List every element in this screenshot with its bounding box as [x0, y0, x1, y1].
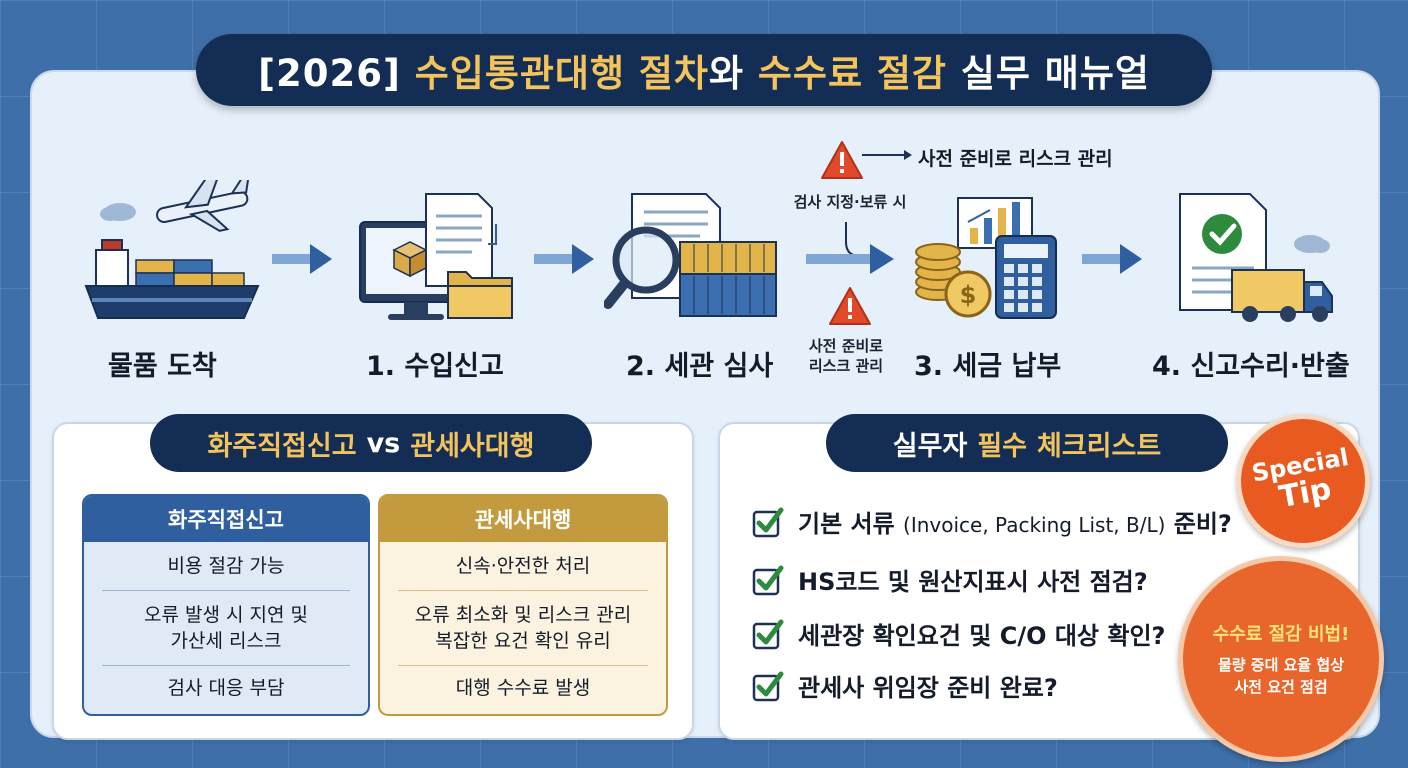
risk-note-top: 사전 준비로 리스크 관리: [918, 148, 1113, 170]
title-and: 와: [708, 52, 758, 95]
comparison-title: 화주직접신고 vs 관세사대행: [150, 414, 592, 472]
checkbox-checked-icon: [752, 565, 784, 595]
magnifier-container-icon: [604, 193, 777, 317]
comparison-title-vs: vs: [366, 427, 401, 459]
checkbox-checked-icon: [752, 507, 784, 537]
checklist-item-text: 관세사 위임장 준비 완료?: [798, 674, 1058, 702]
computer-document-icon: [359, 193, 513, 320]
inspection-note: 검사 지정·보류 시: [793, 193, 907, 211]
checklist-title-part2: 필수: [977, 430, 1027, 462]
direct-filing-row: 오류 발생 시 지연 및 가산세 리스크: [102, 591, 350, 666]
fee-tip-title: 수수료 절감 비법!: [1212, 624, 1350, 645]
step-import-declaration-label: 1. 수입신고: [366, 351, 504, 382]
checklist-item-text: 세관장 확인요건 및 C/O 대상 확인?: [798, 622, 1166, 650]
checklist-item-text: HS코드 및 원산지표시 사전 점검?: [798, 568, 1148, 596]
warning-bottom-icon: [829, 287, 871, 325]
step-clearance-release-label: 4. 신고수리·반출: [1152, 351, 1350, 382]
checklist-item: 관세사 위임장 준비 완료?: [752, 668, 1058, 703]
risk-pointer-arrow-icon: [862, 150, 912, 160]
title-year: [2026]: [258, 52, 415, 95]
comparison-title-right: 관세사대행: [410, 430, 535, 462]
title-manual: 실무 매뉴얼: [946, 52, 1150, 95]
step-customs-review-label: 2. 세관 심사: [626, 351, 774, 382]
direct-filing-row: 검사 대응 부담: [167, 677, 285, 699]
checklist-item-detail: (Invoice, Packing List, B/L): [903, 513, 1166, 537]
checklist-item-end: 준비?: [1165, 510, 1232, 538]
arrow-3-icon: [806, 222, 894, 274]
risk-note-bottom: 사전 준비로 리스크 관리: [808, 337, 884, 375]
checklist-title-part1: 실무자: [892, 430, 968, 462]
comparison-title-left: 화주직접신고: [207, 430, 357, 462]
checklist-item: 세관장 확인요건 및 C/O 대상 확인?: [752, 616, 1165, 651]
document-truck-icon: [1179, 193, 1333, 322]
svg-text:$: $: [960, 281, 977, 309]
page-title: [2026] 수입통관대행 절차와 수수료 절감 실무 매뉴얼: [196, 34, 1212, 106]
checkbox-checked-icon: [752, 619, 784, 649]
fee-tip-line1: 물량 증대 요율 협상: [1217, 656, 1345, 674]
warning-top-icon: [821, 141, 863, 179]
checkbox-checked-icon: [752, 671, 784, 701]
title-fee-saving: 수수료 절감: [757, 52, 947, 95]
arrow-4-icon: [1082, 244, 1142, 274]
checklist-title-part3: 체크리스트: [1037, 430, 1162, 462]
title-procedure: 수입통관대행 절차: [414, 52, 709, 95]
broker-column: 관세사대행 신속·안전한 처리 오류 최소화 및 리스크 관리 복잡한 요건 확…: [378, 494, 668, 716]
broker-row: 신속·안전한 처리: [398, 542, 648, 591]
checklist-title: 실무자 필수 체크리스트: [826, 414, 1228, 472]
step-arrival-label: 물품 도착: [108, 351, 217, 382]
ship-plane-icon: [84, 180, 260, 319]
checklist-item: 기본 서류 (Invoice, Packing List, B/L) 준비?: [752, 504, 1232, 539]
fee-tip-line2: 사전 요건 점검: [1234, 678, 1328, 696]
broker-row: 대행 수수료 발생: [455, 677, 591, 699]
step-tax-payment-label: 3. 세금 납부: [914, 351, 1062, 382]
direct-filing-row: 비용 절감 가능: [102, 542, 350, 591]
broker-row: 오류 최소화 및 리스크 관리 복잡한 요건 확인 유리: [398, 591, 648, 666]
fee-saving-tip-badge: 수수료 절감 비법! 물량 증대 요율 협상 사전 요건 점검: [1178, 556, 1384, 762]
arrow-1-icon: [272, 244, 332, 274]
direct-filing-column: 화주직접신고 비용 절감 가능 오류 발생 시 지연 및 가산세 리스크 검사 …: [82, 494, 370, 716]
checklist-item: HS코드 및 원산지표시 사전 점검?: [752, 562, 1148, 597]
coins-calculator-icon: $: [915, 197, 1057, 319]
direct-filing-header: 화주직접신고: [84, 496, 368, 542]
broker-header: 관세사대행: [380, 496, 666, 542]
checklist-item-text: 기본 서류: [798, 510, 904, 538]
special-tip-line2: Tip: [1276, 471, 1334, 516]
arrow-2-icon: [534, 244, 594, 274]
